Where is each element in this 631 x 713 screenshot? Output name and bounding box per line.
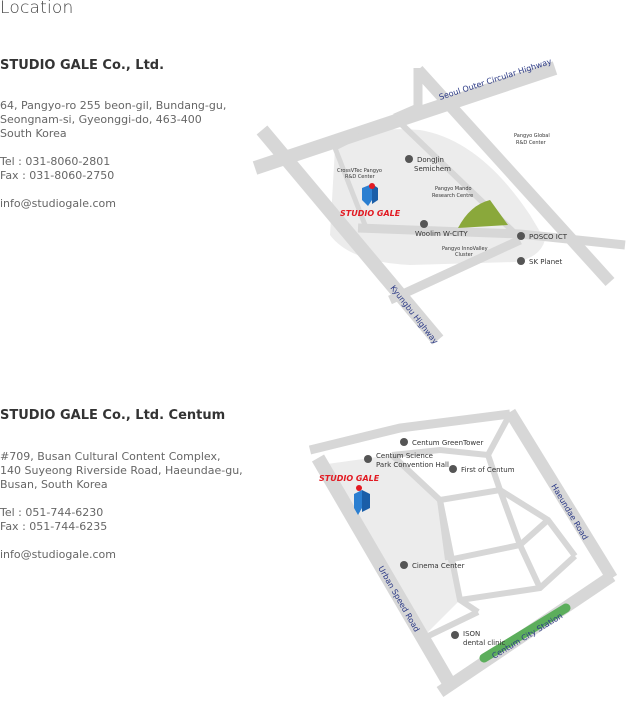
map2-road-grid (439, 486, 578, 558)
office-1-address: 64, Pangyo-ro 255 beon-gil, Bundang-gu, … (0, 99, 226, 141)
office-1-fax: Fax : 031-8060-2750 (0, 169, 115, 182)
map1-park (458, 200, 508, 228)
map2-marker-science (364, 455, 372, 463)
map1-logo: STUDIO GALE (340, 209, 401, 218)
map2-label-first: First of Centum (461, 466, 515, 474)
map2-pin-icon (356, 485, 362, 491)
map2-marker-ison (451, 631, 459, 639)
office-2-title: STUDIO GALE Co., Ltd. Centum (0, 408, 260, 423)
map2-road-grid (459, 553, 578, 603)
map1-label-mando: Research Centre (432, 193, 473, 199)
office-2-address-line: 140 Suyeong Riverside Road, Haeundae-gu, (0, 464, 243, 477)
map1-label-crossvtec: CrossVTec Pangyo (337, 168, 382, 174)
map1-label-crossvtec: R&D Center (345, 174, 376, 180)
office-1-email[interactable]: info@studiogale.com (0, 197, 116, 210)
map1-label-global: Pangyo Global (514, 133, 550, 139)
office-2-email[interactable]: info@studiogale.com (0, 548, 116, 561)
office-2-fax: Fax : 051-744-6235 (0, 520, 108, 533)
map2-road-grid (484, 412, 513, 491)
map1-label-global: R&D Center (516, 140, 547, 146)
map1-road-inner (331, 115, 397, 226)
map1-road-kyungbu (256, 125, 444, 345)
office-2-name: STUDIO GALE Co., Ltd. Centum (0, 408, 226, 423)
map1-label-dongjin: Semichem (414, 165, 451, 173)
map2-road-haeundae (504, 408, 618, 582)
office-1-tel: Tel : 031-8060-2801 (0, 155, 111, 168)
map1-pin-icon (369, 183, 375, 189)
map1-road-inner (393, 68, 423, 123)
map2-label-ison: dental clinic (463, 639, 506, 647)
map2-road-grid (497, 488, 543, 590)
map1-label-posco: POSCO ICT (529, 233, 568, 241)
map1-label-innovalley: Cluster (455, 252, 474, 258)
office-2-address: #709, Busan Cultural Content Complex, 14… (0, 450, 243, 492)
map1-label-woolim: Woolim W-CITY (415, 230, 468, 238)
map2-marker-cinema (400, 561, 408, 569)
map1-marker-skplanet (517, 257, 525, 265)
office-1-name: STUDIO GALE Co., Ltd. (0, 58, 165, 73)
office-2-address-line: Busan, South Korea (0, 478, 108, 491)
map2-station-label: Centum City Station (490, 611, 564, 660)
office-1-address-line: 64, Pangyo-ro 255 beon-gil, Bundang-gu, (0, 99, 227, 112)
map2-studio-building (354, 490, 370, 515)
map1-marker-dongjin (405, 155, 413, 163)
map2-road-grid (389, 452, 480, 615)
map2-label-greentower: Centum GreenTower (412, 439, 483, 447)
office-2-address-line: #709, Busan Cultural Content Complex, (0, 450, 221, 463)
map1-label-skplanet: SK Planet (529, 258, 562, 266)
map2-road-top (308, 409, 511, 455)
map2-logo: STUDIO GALE (319, 474, 380, 483)
map2-road-grid (418, 609, 480, 643)
map2-station-bar (479, 603, 571, 663)
office-2-tel: Tel : 051-744-6230 (0, 506, 104, 519)
map2-label-science: Park Convention Hall (376, 461, 449, 469)
office-1-contact: Tel : 031-8060-2801 Fax : 031-8060-2750 (0, 155, 114, 183)
map2-marker-first (449, 465, 457, 473)
map2-label-science: Centum Science (376, 452, 433, 460)
map1-studio-building (362, 184, 378, 206)
map1-label-innovalley: Pangyo InnoValley (442, 246, 488, 252)
map2-road-grid (447, 517, 550, 563)
map2-label-ison: ISON (463, 630, 480, 638)
map2-road-urban (311, 454, 459, 692)
page-heading: Location (0, 0, 74, 18)
map1-label-dongjin: DongJin (417, 156, 444, 164)
office-1-title: STUDIO GALE Co., Ltd. (0, 58, 260, 73)
map1-road-lower (388, 235, 522, 305)
office-1-address-line: Seongnam-si, Gyeonggi-do, 463-400 (0, 113, 202, 126)
map2-road-grid (437, 499, 451, 561)
office-2-contact: Tel : 051-744-6230 Fax : 051-744-6235 (0, 506, 107, 534)
map2-road-grid (391, 446, 489, 458)
map1-road-diag (413, 65, 615, 287)
map2-label-cinema: Cinema Center (412, 562, 465, 570)
map1-label-mando: Pangyo Mando (435, 186, 472, 192)
map1-marker-woolim (420, 220, 428, 228)
map1-marker-posco (517, 232, 525, 240)
office-1-address-line: South Korea (0, 127, 67, 140)
map2-marker-greentower (400, 438, 408, 446)
